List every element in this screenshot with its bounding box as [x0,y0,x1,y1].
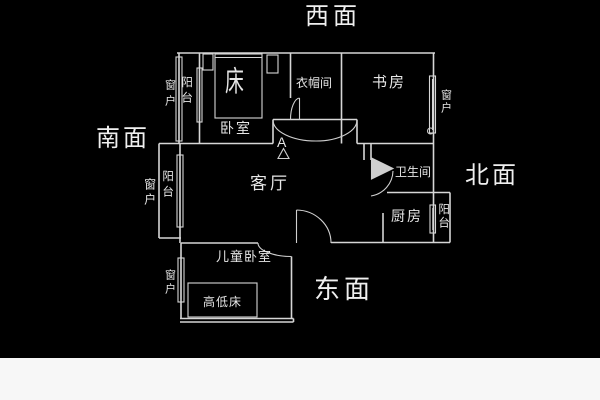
bedroom-label: 卧室 [220,120,252,136]
window-label-nw: 窗户 [163,79,176,111]
markers [277,127,435,160]
facade-label-south: 南面 [96,125,150,152]
bathroom-door-leaf [370,157,395,180]
living-room-label: 客厅 [250,174,290,193]
balcony-label-sw: 阳台 [161,170,174,201]
windows [175,56,437,303]
window-sw-child [177,257,185,303]
facade-label-north: 北面 [465,162,519,189]
kitchen-label: 厨房 [391,208,423,224]
wall-child-bottom [180,317,295,323]
window-ne [428,75,437,134]
bed-label: 床 [225,66,244,98]
entry-marker-triangle [277,147,290,160]
wall-bathroom-stub [363,143,372,160]
facade-label-west: 西面 [305,3,361,30]
nightstand-left [202,53,214,71]
bunk-bed-outline [187,282,258,318]
window-nw [175,56,183,142]
children-room-door-arc [257,242,292,258]
walls [158,52,451,323]
facade-label-east: 东面 [314,274,375,304]
cad-canvas: 西面 南面 北面 东面 床 卧室 衣帽间 书房 客厅 卫生间 厨房 儿童卧室 高… [0,0,600,358]
entry-door-arc-left [272,119,317,142]
entry-door-arc-right [315,119,358,142]
floor-plan-drawing [158,52,451,323]
doors [257,97,395,258]
living-room-door [295,209,332,244]
wall-balcony-sw [158,143,181,239]
bathroom-label: 卫生间 [395,165,432,179]
bathroom-door-arc [370,170,394,197]
bunk-bed-label: 高低床 [203,295,243,309]
window-label-sw: 窗户 [142,178,157,208]
bottom-white-strip [0,358,600,400]
balcony-label-nw: 阳台 [180,76,193,107]
window-sw-living [176,154,184,228]
window-label-child-room: 窗户 [163,269,176,297]
column-dot [426,127,435,135]
window-se-balcony [429,204,437,234]
cloakroom-door [289,97,301,120]
bed-outline [214,53,263,119]
window-label-ne: 窗户 [439,89,452,115]
balcony-nw-slider [196,67,203,123]
furniture [187,53,279,318]
study-label: 书房 [372,74,407,91]
balcony-label-se: 阳台 [437,203,450,230]
cloakroom-label: 衣帽间 [296,76,333,90]
children-bedroom-label: 儿童卧室 [216,249,273,264]
nightstand-right [266,54,279,74]
entry-marker-label: A [277,134,287,150]
